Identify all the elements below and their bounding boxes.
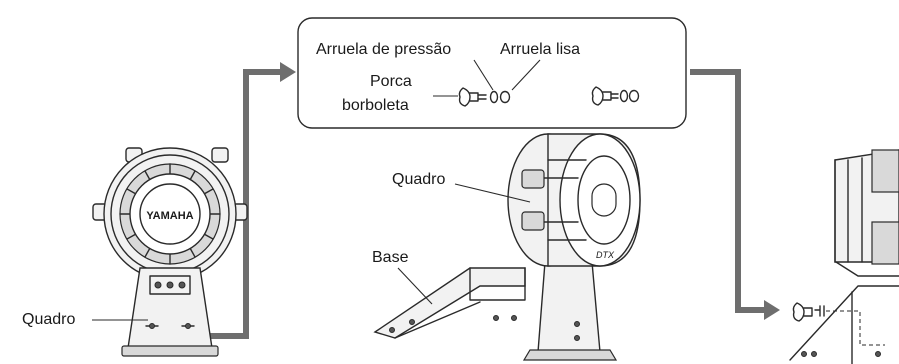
- arrow-callout-to-right-head: [764, 300, 780, 320]
- pad-right-partial-view: [789, 149, 899, 364]
- leader-base: [397, 267, 433, 305]
- flat-washer-icon: [499, 90, 511, 104]
- pad-front-view: YAMAHA Quadro: [22, 147, 248, 357]
- lug-ring: [119, 163, 221, 265]
- label-wing-nut-line2: borboleta: [342, 97, 409, 114]
- label-lock-washer: Arruela de pressão: [316, 41, 451, 58]
- pad-side-view: DTX Quadro Base: [372, 133, 641, 361]
- leader-lock-washer: [473, 59, 494, 91]
- wing-nut-icon: [591, 86, 619, 106]
- hardware-set-left: [458, 87, 511, 107]
- leader-flat-washer: [511, 59, 541, 91]
- label-wing-nut-line1: Porca: [370, 73, 412, 90]
- hardware-callout: Arruela de pressão Arruela lisa Porca bo…: [297, 17, 687, 129]
- label-frame-center: Quadro: [392, 171, 445, 188]
- base-part: [373, 267, 526, 339]
- lock-washer-icon: [489, 90, 499, 104]
- wing-nut-icon: [792, 302, 813, 322]
- label-base: Base: [372, 249, 409, 266]
- label-frame-left: Quadro: [22, 311, 75, 328]
- leader-frame-center: [454, 183, 531, 203]
- arrow-callout-to-right: [690, 69, 766, 313]
- hardware-set-right: [591, 86, 640, 106]
- dtx-logo-text: DTX: [596, 250, 615, 260]
- flat-washer-icon: [628, 89, 640, 103]
- yamaha-logo-text: YAMAHA: [146, 210, 193, 222]
- arrow-left-to-callout-head: [280, 62, 296, 82]
- label-flat-washer: Arruela lisa: [500, 41, 580, 58]
- wing-nut-icon: [458, 87, 487, 107]
- callout-box: [297, 17, 687, 129]
- lock-washer-icon: [619, 89, 629, 103]
